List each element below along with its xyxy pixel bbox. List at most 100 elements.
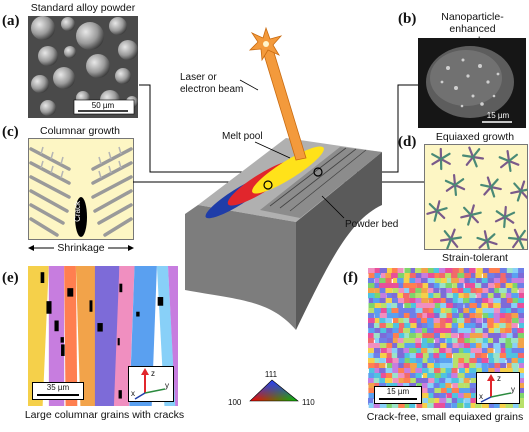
equiaxed-grain: [427, 323, 437, 330]
equiaxed-grain: [428, 308, 437, 314]
equiaxed-grain: [487, 308, 496, 314]
equiaxed-grain: [452, 268, 460, 275]
equiaxed-grain: [428, 353, 437, 360]
equiaxed-grain: [439, 393, 446, 400]
equiaxed-grain: [500, 328, 509, 335]
equiaxed-grain: [409, 283, 417, 289]
equiaxed-grain: [517, 393, 524, 400]
equiaxed-grain: [469, 313, 476, 320]
panel-e-scale: 35 µm: [46, 383, 70, 392]
equiaxed-grain: [368, 393, 376, 400]
equiaxed-grain: [452, 303, 460, 310]
equiaxed-grain: [487, 293, 496, 299]
equiaxed-grain: [500, 333, 508, 340]
crack-pixel: [60, 337, 64, 343]
equiaxed-grain: [445, 283, 453, 290]
equiaxed-grain: [445, 323, 453, 329]
equiaxed-grain: [404, 333, 411, 340]
equiaxed-grain: [458, 353, 466, 360]
equiaxed-grain: [427, 388, 437, 394]
equiaxed-grain: [470, 318, 478, 324]
equiaxed-grain: [392, 363, 401, 370]
equiaxed-grain: [427, 383, 436, 389]
equiaxed-grain: [433, 283, 442, 289]
equiaxed-grain: [410, 368, 419, 374]
equiaxed-grain: [446, 398, 454, 405]
equiaxed-grain: [379, 268, 388, 274]
equiaxed-grain: [482, 273, 490, 279]
crack-pixel: [119, 283, 123, 293]
equiaxed-grain: [373, 333, 382, 339]
equiaxed-grain: [470, 388, 479, 394]
equiaxed-grain: [379, 358, 386, 365]
equiaxed-grain: [415, 288, 423, 294]
crack-pixel: [89, 300, 93, 312]
panel-d-equiaxed-diagram: [424, 144, 528, 250]
equiaxed-grain: [434, 338, 443, 344]
equiaxed-grain: [427, 268, 435, 274]
equiaxed-grain: [446, 278, 453, 284]
equiaxed-grain: [422, 313, 431, 319]
equiaxed-grain: [494, 288, 504, 295]
equiaxed-grain: [439, 283, 446, 290]
equiaxed-grain: [409, 348, 419, 354]
equiaxed-grain: [457, 393, 467, 399]
panel-c-shrinkage: Shrinkage: [28, 242, 134, 254]
equiaxed-grain: [380, 373, 389, 379]
equiaxed-grain: [379, 338, 388, 345]
equiaxed-grain: [518, 273, 524, 279]
equiaxed-grain: [476, 308, 483, 315]
equiaxed-grain: [445, 333, 452, 339]
equiaxed-grain: [386, 353, 394, 359]
equiaxed-grain: [518, 348, 524, 355]
equiaxed-grain: [500, 273, 510, 280]
equiaxed-grain: [469, 268, 476, 274]
equiaxed-grain: [451, 278, 460, 284]
equiaxed-grain: [415, 268, 423, 275]
equiaxed-dendrite: [462, 146, 484, 168]
equiaxed-grain: [452, 343, 461, 349]
equiaxed-grain: [380, 348, 388, 354]
equiaxed-grain: [434, 388, 444, 394]
equiaxed-grain: [505, 323, 513, 329]
equiaxed-grain: [428, 368, 436, 374]
equiaxed-grain: [445, 348, 455, 355]
equiaxed-grain: [374, 363, 383, 370]
equiaxed-grain: [422, 353, 432, 360]
equiaxed-grain: [457, 303, 464, 310]
equiaxed-grain: [476, 358, 484, 365]
panel-f-axis-z: z: [497, 374, 501, 383]
equiaxed-grain: [415, 378, 424, 385]
equiaxed-grain: [415, 308, 425, 314]
equiaxed-grain: [415, 353, 425, 360]
equiaxed-grain: [398, 318, 405, 324]
powder-bed-pointer: [321, 195, 345, 219]
equiaxed-grain: [397, 298, 405, 305]
equiaxed-grain: [368, 348, 374, 354]
equiaxed-grain: [409, 353, 417, 359]
equiaxed-grain: [379, 363, 386, 370]
panel-b-caption-line1: Nanoparticle-enhanced: [441, 11, 504, 35]
equiaxed-grain: [374, 313, 383, 319]
crack-pixel: [61, 344, 65, 356]
equiaxed-grain: [373, 323, 382, 330]
equiaxed-grain: [488, 288, 498, 294]
equiaxed-grain: [409, 403, 416, 408]
equiaxed-grain: [452, 318, 461, 324]
panel-e-label: (e): [2, 270, 19, 286]
equiaxed-grain: [457, 363, 466, 370]
equiaxed-grain: [421, 298, 429, 305]
equiaxed-grain: [428, 293, 436, 300]
equiaxed-grain: [451, 398, 461, 404]
equiaxed-grain: [487, 273, 497, 280]
equiaxed-grain: [488, 358, 497, 365]
equiaxed-grain: [500, 308, 509, 315]
equiaxed-grain: [428, 398, 435, 404]
equiaxed-grain: [416, 363, 424, 369]
equiaxed-grain: [464, 283, 473, 289]
equiaxed-grain: [463, 268, 470, 275]
equiaxed-grain: [494, 363, 502, 369]
equiaxed-grain: [374, 368, 383, 375]
panel-f-axis-x: x: [479, 392, 483, 401]
equiaxed-grain: [391, 383, 399, 389]
